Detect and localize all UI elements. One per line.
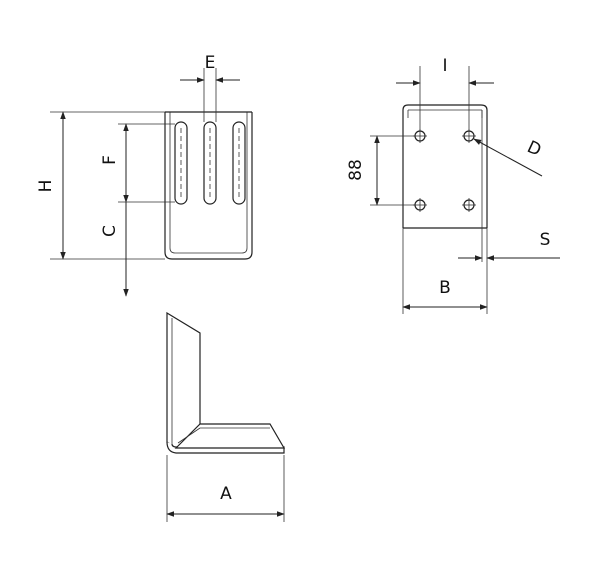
hole-top-right (462, 129, 476, 143)
dimension-c: C (100, 202, 129, 297)
slot-middle (203, 121, 217, 205)
dimension-i: I (396, 56, 494, 86)
dimension-88: 88 (346, 135, 380, 206)
hole-top-left (413, 129, 427, 143)
isometric-view: A (166, 311, 286, 522)
slot-left (174, 121, 188, 205)
dimension-s: S (458, 230, 560, 261)
dimension-h: H (36, 111, 66, 260)
front-view: H F C E (36, 53, 253, 297)
label-e: E (205, 53, 216, 73)
label-d: D (524, 137, 544, 161)
dimension-a: A (166, 484, 285, 517)
side-view: I 88 D S B (346, 56, 560, 314)
dimension-f: F (100, 123, 129, 203)
label-s: S (540, 230, 551, 250)
label-c: C (100, 225, 120, 237)
label-f: F (100, 155, 120, 165)
label-a: A (220, 484, 232, 504)
dimension-d: D (473, 137, 544, 177)
label-88: 88 (346, 159, 366, 181)
dimension-e: E (180, 53, 240, 83)
label-b: B (439, 278, 451, 298)
hole-bottom-right (462, 198, 476, 212)
slot-right (232, 121, 246, 205)
dimension-b: B (402, 278, 488, 310)
label-h: H (36, 180, 56, 193)
hole-bottom-left (413, 198, 427, 212)
label-i: I (442, 56, 447, 76)
